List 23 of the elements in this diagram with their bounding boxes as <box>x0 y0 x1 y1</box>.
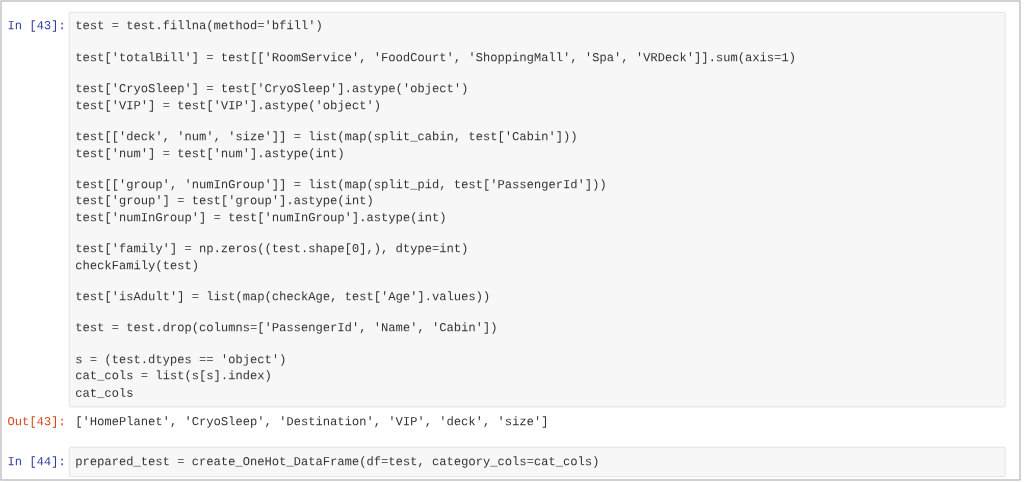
code-line: test['VIP'] = test['VIP'].astype('object') <box>76 100 379 112</box>
code-line: test['family'] = np.zeros((test.shape[0],), dtype=int) <box>76 243 467 255</box>
code-line: test['numInGroup'] = test['numInGroup'].astype(int) <box>76 212 445 224</box>
code-line: test['num'] = test['num'].astype(int) <box>76 148 343 160</box>
code-line: test[['group', 'numInGroup']] = list(map(split_pid, test['PassengerId'])) <box>76 179 605 191</box>
code-line: test = test.drop(columns=['PassengerId', 'Name', 'Cabin']) <box>76 322 496 334</box>
output-text: ['HomePlanet', 'CryoSleep', 'Destination', 'VIP', 'deck', 'size'] <box>77 416 546 428</box>
code-line: test['isAdult'] = list(map(checkAge, test['Age'].values)) <box>76 291 489 303</box>
code-line: prepared_test = create_OneHot_DataFrame(df=test, category_cols=cat_cols) <box>76 456 598 468</box>
output-prompt: Out[43]: <box>8 416 63 428</box>
code-line: test['group'] = test['group'].astype(int) <box>76 195 372 207</box>
code-line: test = test.fillna(method='bfill') <box>76 20 321 32</box>
code-line: s = (test.dtypes == 'object') <box>76 354 285 366</box>
input-prompt: In [43]: <box>8 20 63 32</box>
code-cell <box>69 447 1006 477</box>
code-line: test['CryoSleep'] = test['CryoSleep'].astype('object') <box>76 83 467 95</box>
input-prompt: In [44]: <box>8 456 63 468</box>
code-line: cat_cols = list(s[s].index) <box>76 370 270 382</box>
code-line: cat_cols <box>76 387 133 399</box>
code-line: test[['deck', 'num', 'size']] = list(map(split_cabin, test['Cabin'])) <box>76 131 576 143</box>
code-cell <box>69 12 1006 408</box>
code-line: checkFamily(test) <box>76 260 197 272</box>
code-line: test['totalBill'] = test[['RoomService', 'FoodCourt', 'ShoppingMall', 'Spa', 'VRDeck']].sum(axis=1) <box>76 52 794 64</box>
